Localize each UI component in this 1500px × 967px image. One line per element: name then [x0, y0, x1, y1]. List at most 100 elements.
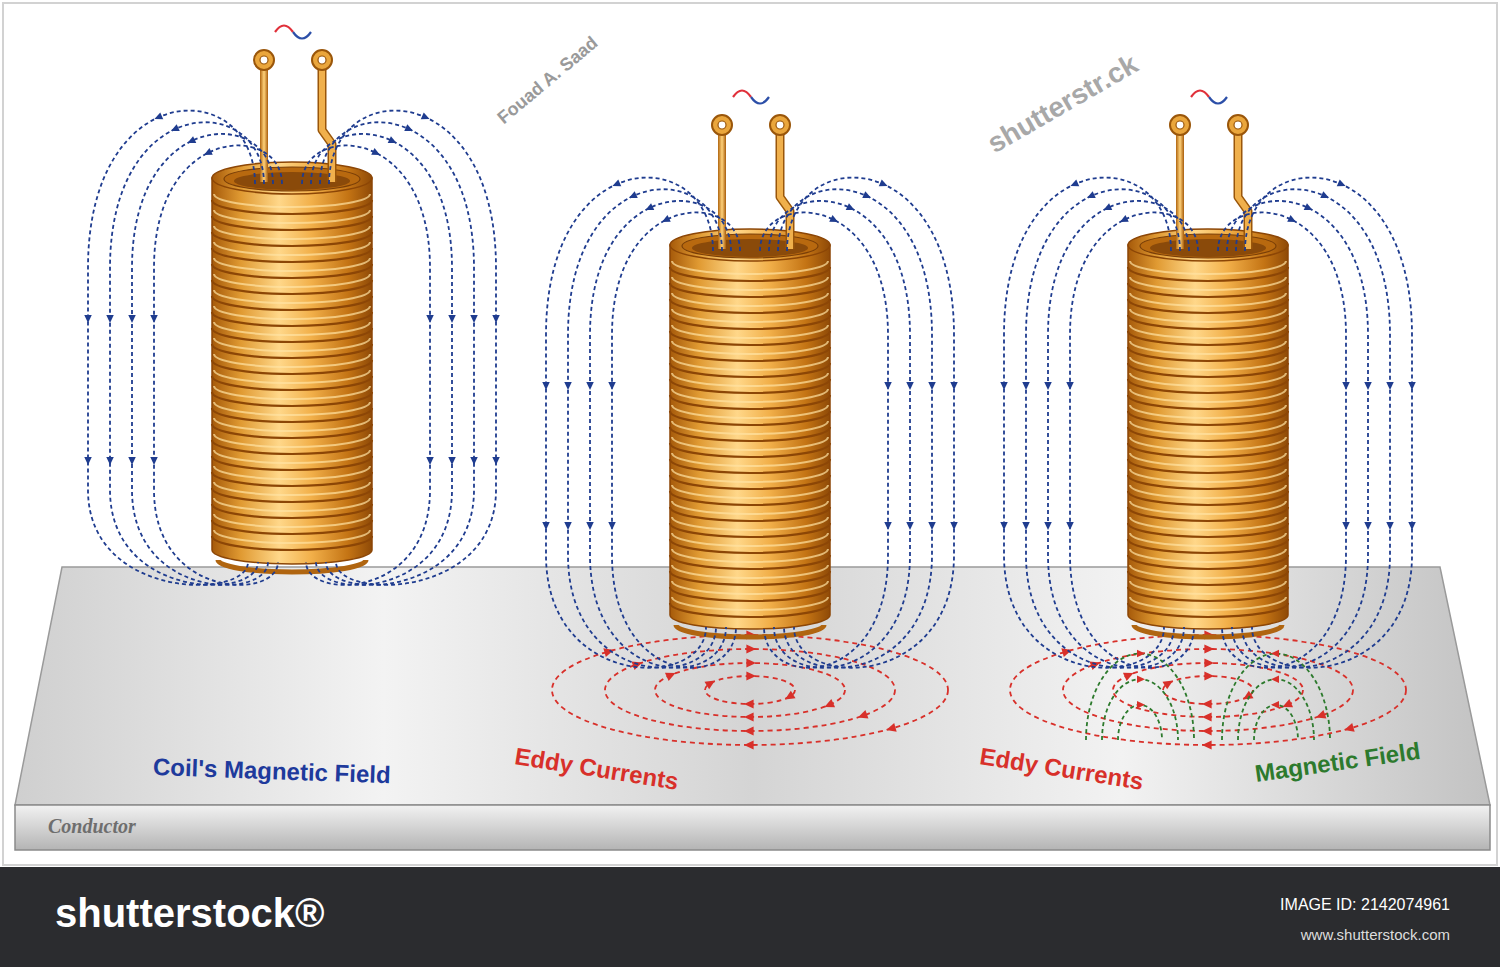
arrowhead — [84, 315, 92, 323]
coil-turn-highlight — [672, 405, 828, 418]
coil-turn-highlight — [1130, 309, 1286, 322]
arrowhead — [879, 179, 888, 186]
magnetic-field-line — [590, 201, 731, 668]
magnetic-field-line — [778, 189, 932, 668]
eddy-current-loop — [1113, 663, 1303, 717]
coil-turn-highlight — [1130, 597, 1286, 610]
arrowhead — [106, 457, 114, 465]
magnetic-field-line — [1004, 178, 1171, 668]
coil-turn-highlight — [214, 194, 370, 207]
coil-turn-highlight — [214, 386, 370, 399]
coils — [212, 26, 1288, 638]
arrowhead — [1364, 522, 1372, 530]
terminal — [254, 50, 274, 70]
arrowhead — [629, 191, 638, 198]
coil-opening — [1140, 234, 1276, 258]
arrowhead — [1386, 382, 1394, 390]
arrowhead — [1342, 522, 1350, 530]
coil-end-turn — [218, 560, 366, 572]
coil-turn-highlight — [1130, 325, 1286, 338]
arrowhead — [564, 522, 572, 530]
watermark: Fouad A. Saad — [493, 32, 602, 128]
arrowhead — [470, 315, 478, 323]
terminal — [312, 50, 332, 70]
arrowhead — [662, 215, 671, 222]
arrowhead — [1090, 661, 1101, 669]
magnetic-field-line — [1070, 212, 1198, 667]
arrowhead — [1271, 650, 1279, 658]
coil-turn-highlight — [1130, 261, 1286, 274]
coil-turn-highlight — [672, 261, 828, 274]
terminal-hole — [776, 121, 784, 129]
coil-turn-highlight — [1130, 293, 1286, 306]
arrowhead — [645, 203, 654, 210]
terminal — [712, 115, 732, 135]
ac-source-symbol — [293, 32, 311, 39]
magnetic-field-line — [1227, 201, 1368, 668]
coil-turn-highlight — [214, 242, 370, 255]
arrowhead — [884, 522, 892, 530]
arrowhead — [586, 522, 594, 530]
coil-turn-highlight — [672, 453, 828, 466]
watermark-url: www.shutterstock.com — [1301, 926, 1450, 943]
coil-opening — [682, 234, 818, 258]
coil-turn-highlight — [672, 421, 828, 434]
arrowhead — [608, 522, 616, 530]
arrowhead — [586, 382, 594, 390]
magnetic-field-line — [154, 145, 282, 584]
coil-top-rim — [670, 229, 830, 261]
arrowhead — [542, 522, 550, 530]
coil-turn-highlight — [214, 338, 370, 351]
terminal-hole — [718, 121, 726, 129]
ac-source-symbol — [1209, 97, 1227, 104]
arrowhead — [846, 203, 855, 210]
watermark-bar — [0, 867, 1500, 967]
coil-turn-highlight — [1130, 373, 1286, 386]
coil-body — [1128, 245, 1288, 629]
terminal-hole — [260, 56, 268, 64]
arrowhead — [906, 522, 914, 530]
coil-turn-highlight — [1130, 453, 1286, 466]
induced-field-line — [1238, 679, 1314, 740]
terminal — [770, 115, 790, 135]
coil-turn-highlight — [214, 482, 370, 495]
magnetic-field-line — [1026, 189, 1180, 668]
induced-field-line — [1086, 654, 1194, 740]
arrowhead — [1408, 382, 1416, 390]
coil-turn-highlight — [1130, 357, 1286, 370]
coil-turn-highlight — [672, 517, 828, 530]
arrowhead — [665, 673, 676, 681]
arrowhead — [1337, 179, 1346, 186]
terminal-hole — [318, 56, 326, 64]
eddy-current-loop — [1063, 649, 1353, 731]
coil-turn-highlight — [1130, 517, 1286, 530]
eddy-label: Eddy Currents — [513, 742, 681, 795]
coil-body — [670, 245, 830, 629]
ac-source-symbol — [275, 26, 293, 33]
induced-field-line — [1118, 705, 1162, 740]
coil-turn-highlight — [672, 341, 828, 354]
coil-turn-highlight — [214, 354, 370, 367]
arrowhead — [448, 315, 456, 323]
eddy-current-loop — [705, 676, 795, 704]
coil-turn-highlight — [1130, 437, 1286, 450]
arrowhead — [187, 136, 196, 143]
coil-turn-highlight — [672, 469, 828, 482]
coil-turn-highlight — [672, 501, 828, 514]
coil-turn-highlight — [672, 293, 828, 306]
eddy-current-loop — [1163, 676, 1253, 704]
magnetic-field-line — [88, 111, 255, 585]
terminal-hole — [1234, 121, 1242, 129]
arrowhead — [426, 315, 434, 323]
coil-turn-highlight — [672, 485, 828, 498]
coil-turn-highlight — [672, 437, 828, 450]
coil-turn-highlight — [672, 549, 828, 562]
arrowhead — [492, 457, 500, 465]
arrowhead — [1137, 675, 1145, 683]
coil-lead — [322, 60, 332, 182]
arrowhead — [744, 713, 754, 722]
magnetic-field-line — [1236, 189, 1390, 668]
magnetic-field-line — [1218, 212, 1346, 667]
arrowhead — [862, 191, 871, 198]
coil-opening — [224, 167, 360, 191]
